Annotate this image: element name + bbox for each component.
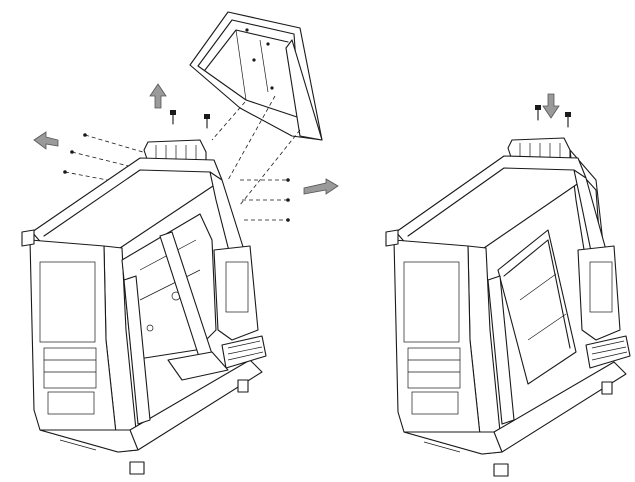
right-panel — [385, 93, 631, 477]
screw-icon — [286, 198, 290, 202]
case-body-left — [21, 139, 267, 475]
screw-icon — [70, 150, 74, 154]
arrow-right-icon — [303, 178, 339, 195]
case-body-right — [385, 137, 631, 477]
screw-icon — [286, 178, 290, 182]
screw-icon — [535, 105, 541, 121]
arrow-left-icon — [33, 131, 59, 150]
detached-top-panel — [189, 11, 323, 141]
arrow-down-icon — [542, 93, 560, 119]
screw-icon — [83, 133, 87, 137]
screw-icon — [204, 114, 210, 129]
screw-icon — [286, 218, 290, 222]
left-panel — [21, 11, 339, 475]
screw-icon — [63, 170, 67, 174]
screw-icon — [565, 112, 571, 128]
arrow-up-icon — [149, 83, 167, 109]
screw-icon — [170, 110, 176, 125]
